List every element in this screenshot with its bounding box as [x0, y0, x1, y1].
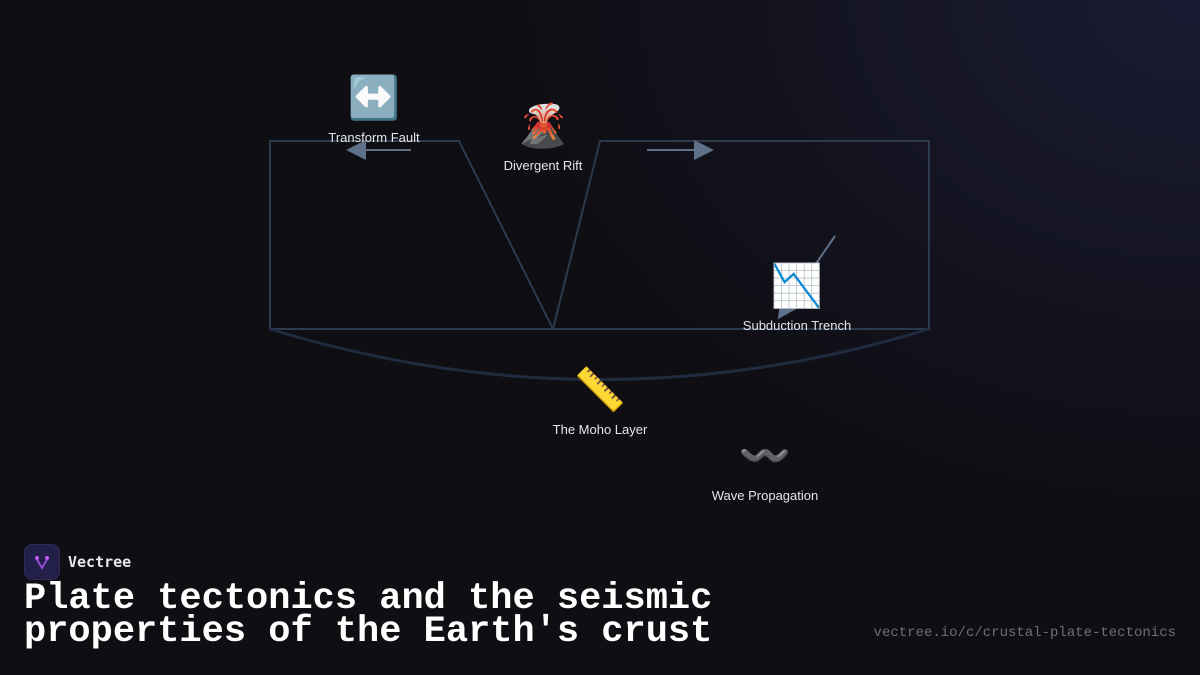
node-label: Wave Propagation — [711, 488, 819, 503]
node-label: Divergent Rift — [503, 158, 583, 173]
page-title: Plate tectonics and the seismic properti… — [24, 578, 784, 653]
brand: Vectree — [24, 544, 131, 580]
title-line-1: Plate tectonics and the seismic — [24, 578, 713, 620]
node-label: Transform Fault — [328, 130, 420, 145]
source-url[interactable]: vectree.io/c/crustal-plate-tectonics — [873, 625, 1176, 641]
vectree-logo-icon — [24, 544, 60, 580]
brand-name: Vectree — [68, 553, 132, 571]
title-line-2: properties of the Earth's crust — [24, 611, 713, 653]
left-right-arrow-icon: ↔️ — [347, 74, 401, 121]
node-subduction-trench[interactable]: 📉 Subduction Trench — [743, 262, 851, 333]
subduction-arrow — [777, 235, 836, 320]
node-transform-fault[interactable]: ↔️ Transform Fault — [328, 74, 419, 145]
node-wave-propagation[interactable]: 〰️ Wave Propagation — [712, 432, 818, 503]
wavy-dash-icon: 〰️ — [738, 432, 792, 479]
node-divergent-rift[interactable]: 🌋 Divergent Rift — [504, 102, 583, 173]
chart-decreasing-icon: 📉 — [770, 262, 824, 309]
right-plate-outline — [551, 140, 930, 330]
node-label: Subduction Trench — [742, 318, 852, 333]
ruler-icon: 📏 — [573, 366, 627, 413]
node-label: The Moho Layer — [552, 422, 648, 437]
node-moho-layer[interactable]: 📏 The Moho Layer — [553, 366, 648, 437]
volcano-icon: 🌋 — [516, 102, 570, 149]
moho-curve — [269, 327, 930, 381]
